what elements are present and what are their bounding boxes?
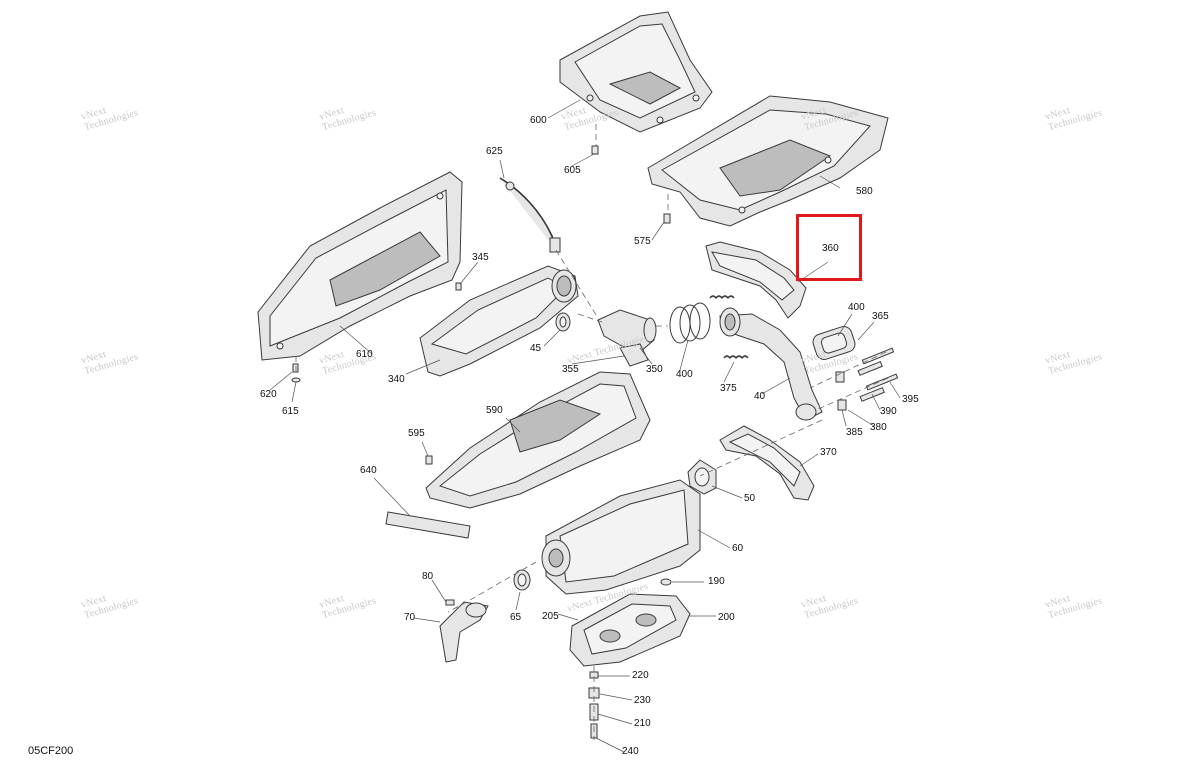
part-590-heat-shield[interactable]: [425, 371, 651, 509]
part-200-heat-shield[interactable]: [569, 593, 691, 667]
callout-205[interactable]: 205: [542, 611, 559, 622]
assembly-axis: [555, 249, 599, 319]
part-80-screw[interactable]: [445, 599, 455, 606]
part-400-clamp[interactable]: [669, 302, 711, 344]
leader-lines: [269, 99, 901, 753]
callout-625[interactable]: 625: [486, 146, 503, 157]
callout-640[interactable]: 640: [360, 465, 377, 476]
part-595-fastener[interactable]: [425, 455, 433, 465]
part-625-sensor[interactable]: [499, 177, 561, 253]
callout-615[interactable]: 615: [282, 406, 299, 417]
callout-70[interactable]: 70: [404, 612, 416, 623]
part-45-ring[interactable]: [555, 312, 571, 332]
part-70-tailpipe[interactable]: [439, 601, 489, 663]
callout-575[interactable]: 575: [634, 236, 651, 247]
part-615-washer[interactable]: [291, 377, 301, 383]
part-40-exhaust-pipe[interactable]: [719, 307, 823, 421]
part-65-sleeve[interactable]: [513, 569, 531, 591]
callout-200[interactable]: 200: [718, 612, 735, 623]
part-385-bolt[interactable]: [835, 371, 847, 411]
callout-365[interactable]: 365: [872, 311, 889, 322]
callout-395[interactable]: 395: [902, 394, 919, 405]
part-640-strip[interactable]: [385, 511, 471, 539]
part-345-fastener[interactable]: [455, 282, 462, 291]
callout-380[interactable]: 380: [870, 422, 887, 433]
callout-370[interactable]: 370: [820, 447, 837, 458]
callout-65[interactable]: 65: [510, 612, 522, 623]
part-360-heat-shield[interactable]: [705, 241, 807, 319]
callout-620[interactable]: 620: [260, 389, 277, 400]
assembly-axis: [699, 419, 823, 477]
callout-50[interactable]: 50: [744, 493, 756, 504]
part-50-gasket[interactable]: [687, 459, 717, 495]
assembly-axis: [447, 561, 537, 613]
highlight-box-part-360: [796, 214, 862, 281]
assembly-axis: [577, 313, 603, 323]
part-580-heat-shield[interactable]: [647, 95, 889, 227]
callout-220[interactable]: 220: [632, 670, 649, 681]
callout-340[interactable]: 340: [388, 374, 405, 385]
part-190-washer[interactable]: [660, 578, 672, 586]
callout-190[interactable]: 190: [708, 576, 725, 587]
callout-40[interactable]: 40: [754, 391, 766, 402]
diagram-code: 05CF200: [28, 745, 74, 757]
callout-345[interactable]: 345: [472, 252, 489, 263]
part-340-tube-shield[interactable]: [419, 265, 579, 377]
callout-230[interactable]: 230: [634, 695, 651, 706]
assembly-axis: [815, 377, 889, 411]
part-610-heat-shield[interactable]: [257, 171, 463, 361]
part-605-fastener[interactable]: [591, 145, 599, 155]
callout-60[interactable]: 60: [732, 543, 744, 554]
callout-590[interactable]: 590: [486, 405, 503, 416]
callout-385[interactable]: 385: [846, 427, 863, 438]
callout-605[interactable]: 605: [564, 165, 581, 176]
part-400-gasket[interactable]: [811, 324, 857, 361]
part-575-fastener[interactable]: [663, 213, 671, 224]
callout-240[interactable]: 240: [622, 746, 639, 757]
callout-610[interactable]: 610: [356, 349, 373, 360]
callout-580[interactable]: 580: [856, 186, 873, 197]
callout-600[interactable]: 600: [530, 115, 547, 126]
part-370-heat-shield[interactable]: [719, 425, 815, 501]
callout-360[interactable]: 360: [822, 243, 839, 254]
callout-355[interactable]: 355: [562, 364, 579, 375]
callout-390[interactable]: 390: [880, 406, 897, 417]
callout-400-clamp[interactable]: 400: [676, 369, 693, 380]
part-60-muffler[interactable]: [541, 479, 701, 595]
callout-350[interactable]: 350: [646, 364, 663, 375]
callout-45[interactable]: 45: [530, 343, 542, 354]
part-600-heat-shield[interactable]: [559, 11, 713, 133]
assembly-axis: [809, 351, 887, 389]
part-375-spring[interactable]: [709, 295, 749, 360]
callout-400-gasket[interactable]: 400: [848, 302, 865, 313]
callout-210[interactable]: 210: [634, 718, 651, 729]
callout-595[interactable]: 595: [408, 428, 425, 439]
callout-80[interactable]: 80: [422, 571, 434, 582]
part-350-elbow[interactable]: [597, 309, 657, 353]
part-620-fastener[interactable]: [292, 363, 299, 373]
callout-375[interactable]: 375: [720, 383, 737, 394]
